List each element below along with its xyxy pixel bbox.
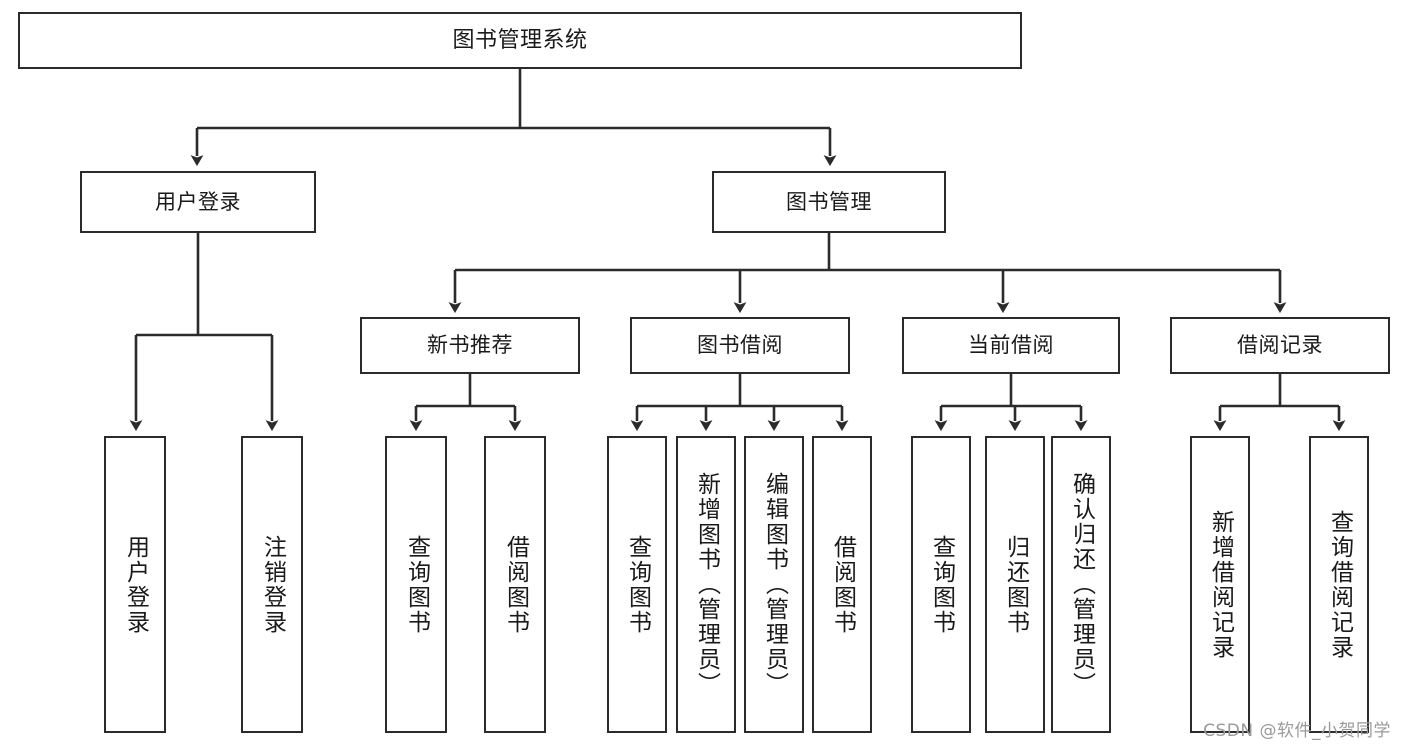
node-book-admin-label: 图书管理: [786, 189, 872, 214]
node-leaf-add-record-label: 新增借阅记录: [1207, 509, 1234, 660]
watermark-text: CSDN @软件_小贺同学: [1203, 721, 1391, 741]
node-borrow-record[interactable]: 借阅记录: [1170, 317, 1390, 374]
node-leaf-query-book-rec[interactable]: 查询图书: [385, 436, 447, 733]
node-leaf-query-book-cur-label: 查询图书: [928, 534, 955, 635]
node-current-borrow[interactable]: 当前借阅: [902, 317, 1120, 374]
node-leaf-logout-label: 注销登录: [259, 534, 286, 635]
node-leaf-query-record[interactable]: 查询借阅记录: [1309, 436, 1369, 733]
node-user-login-label: 用户登录: [155, 189, 241, 214]
node-leaf-query-book-rec-label: 查询图书: [403, 534, 430, 635]
node-borrow-record-label: 借阅记录: [1237, 333, 1323, 358]
node-leaf-borrow-book-rec[interactable]: 借阅图书: [484, 436, 546, 733]
node-current-borrow-label: 当前借阅: [968, 333, 1054, 358]
node-leaf-query-book-borrow-label: 查询图书: [624, 534, 651, 635]
node-leaf-user-login[interactable]: 用户登录: [104, 436, 166, 733]
node-leaf-add-book-label: 新增图书（管理员）: [693, 472, 720, 697]
node-leaf-return-book[interactable]: 归还图书: [985, 436, 1045, 733]
node-leaf-borrow-book-label: 借阅图书: [829, 534, 856, 635]
node-new-book-rec-label: 新书推荐: [427, 333, 513, 358]
node-leaf-return-book-label: 归还图书: [1002, 534, 1029, 635]
node-user-login[interactable]: 用户登录: [80, 171, 316, 233]
node-root-label: 图书管理系统: [452, 27, 588, 53]
node-leaf-query-book-cur[interactable]: 查询图书: [911, 436, 971, 733]
node-new-book-rec[interactable]: 新书推荐: [360, 317, 580, 374]
node-leaf-edit-book[interactable]: 编辑图书（管理员）: [744, 436, 804, 733]
node-leaf-confirm-return[interactable]: 确认归还（管理员）: [1051, 436, 1111, 733]
node-leaf-edit-book-label: 编辑图书（管理员）: [761, 472, 788, 697]
node-leaf-user-login-label: 用户登录: [122, 534, 149, 635]
node-leaf-borrow-book[interactable]: 借阅图书: [812, 436, 872, 733]
node-leaf-add-record[interactable]: 新增借阅记录: [1190, 436, 1250, 733]
node-leaf-add-book[interactable]: 新增图书（管理员）: [676, 436, 736, 733]
node-leaf-query-book-borrow[interactable]: 查询图书: [607, 436, 667, 733]
node-book-admin[interactable]: 图书管理: [712, 171, 946, 233]
node-root[interactable]: 图书管理系统: [18, 12, 1022, 69]
node-book-borrow-label: 图书借阅: [697, 333, 783, 358]
node-book-borrow[interactable]: 图书借阅: [630, 317, 850, 374]
node-leaf-logout[interactable]: 注销登录: [241, 436, 303, 733]
node-leaf-query-record-label: 查询借阅记录: [1326, 509, 1353, 660]
node-leaf-confirm-return-label: 确认归还（管理员）: [1068, 472, 1095, 697]
node-leaf-borrow-book-rec-label: 借阅图书: [502, 534, 529, 635]
